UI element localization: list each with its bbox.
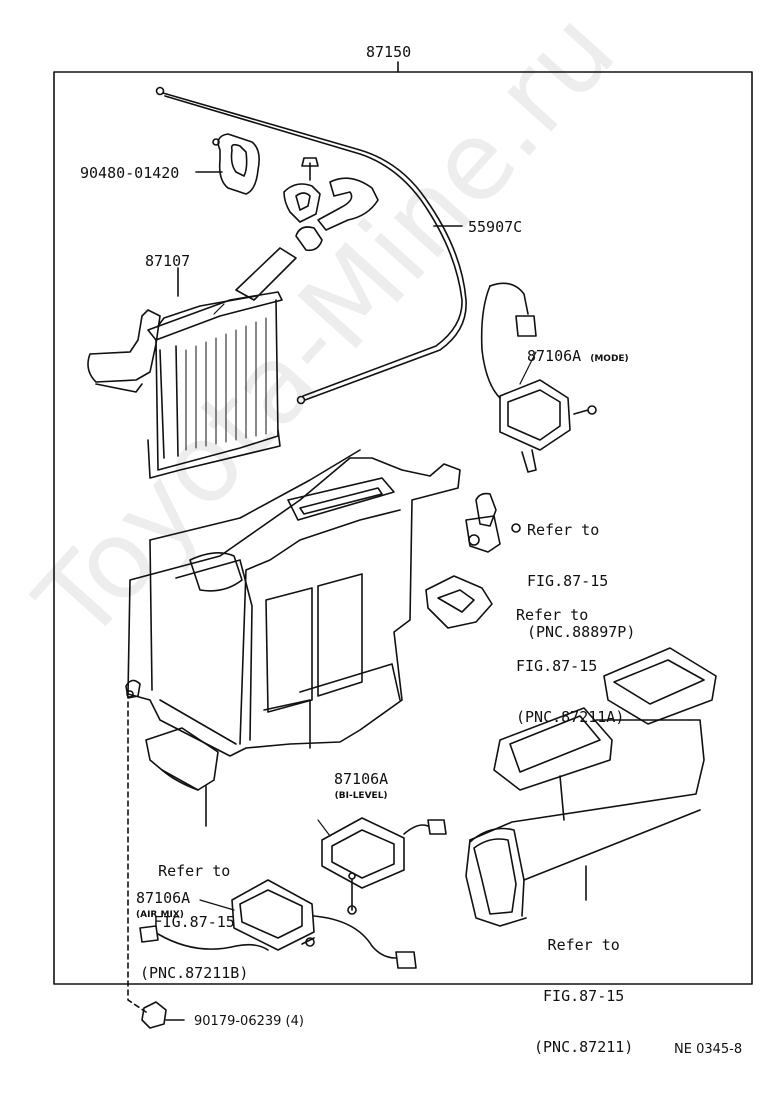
leader-lines <box>200 304 536 910</box>
servo-bilevel-sub: (BI-LEVEL) <box>334 791 388 801</box>
servo-airmix-sub: (AIR MIX) <box>136 910 184 920</box>
ref-87211a-note: Refer to FIG.87-15 (PNC.87211A) <box>516 573 624 760</box>
ref-88897p-line3: (PNC.88897P) <box>527 623 636 641</box>
control-cable-label: 55907C <box>468 218 523 236</box>
ref-87211-line1: Refer to <box>547 936 620 954</box>
servo-mode-number: 87106A <box>527 347 582 365</box>
heater-core <box>88 268 282 478</box>
heater-core-label: 87107 <box>145 252 191 270</box>
duct-87211 <box>466 648 716 926</box>
clip-part-87211a <box>426 576 492 628</box>
ref-88897p-note: Refer to FIG.87-15 (PNC.88897P) <box>527 488 635 675</box>
ref-87211b-line2: FIG.87-15 <box>153 913 235 931</box>
dashed-leader <box>128 702 146 1012</box>
ref-87211-note: Refer to FIG.87-15 (PNC.87211) <box>534 903 633 1090</box>
ref-87211b-line3: (PNC.87211B) <box>140 964 249 982</box>
servo-mode-label: 87106A (MODE) <box>527 348 629 368</box>
ref-87211a-line2: FIG.87-15 <box>516 657 598 675</box>
ref-87211-line3: (PNC.87211) <box>534 1038 634 1056</box>
assembly-number-label: 87150 <box>366 43 412 61</box>
assembly-frame <box>54 62 752 984</box>
valve-part <box>466 494 520 552</box>
figure-code-label: NE 0345-8 <box>674 1042 743 1057</box>
clip-part-label: 90179-06239 (4) <box>194 1014 304 1029</box>
servo-bilevel <box>322 818 446 914</box>
control-cable <box>157 88 467 404</box>
servo-bilevel-number: 87106A <box>334 770 389 788</box>
hose-clamp <box>236 158 378 300</box>
duct-87211b <box>146 728 218 826</box>
servo-bilevel-label: 87106A (BI-LEVEL) <box>334 771 388 805</box>
servo-airmix-number: 87106A <box>136 889 191 907</box>
ref-87211b-line1: Refer to <box>158 862 231 880</box>
ref-87211a-line3: (PNC.87211A) <box>516 708 625 726</box>
heater-core-fins <box>186 318 266 450</box>
servo-airmix-label: 87106A (AIR MIX) <box>136 890 190 924</box>
ref-87211a-line1: Refer to <box>516 606 589 624</box>
servo-mode <box>482 283 596 472</box>
grommet-part-label: 90480-01420 <box>80 164 180 182</box>
servo-mode-sub: (MODE) <box>590 354 629 364</box>
ref-88897p-line2: FIG.87-15 <box>527 572 609 590</box>
servo-airmix <box>140 880 416 968</box>
ref-87211b-note: Refer to FIG.87-15 (PNC.87211B) <box>140 829 248 1016</box>
heater-unit-housing <box>126 450 460 756</box>
grommet <box>196 134 259 194</box>
ref-88897p-line1: Refer to <box>527 521 600 539</box>
clip-90179 <box>142 1002 184 1028</box>
ref-87211-line2: FIG.87-15 <box>543 987 625 1005</box>
